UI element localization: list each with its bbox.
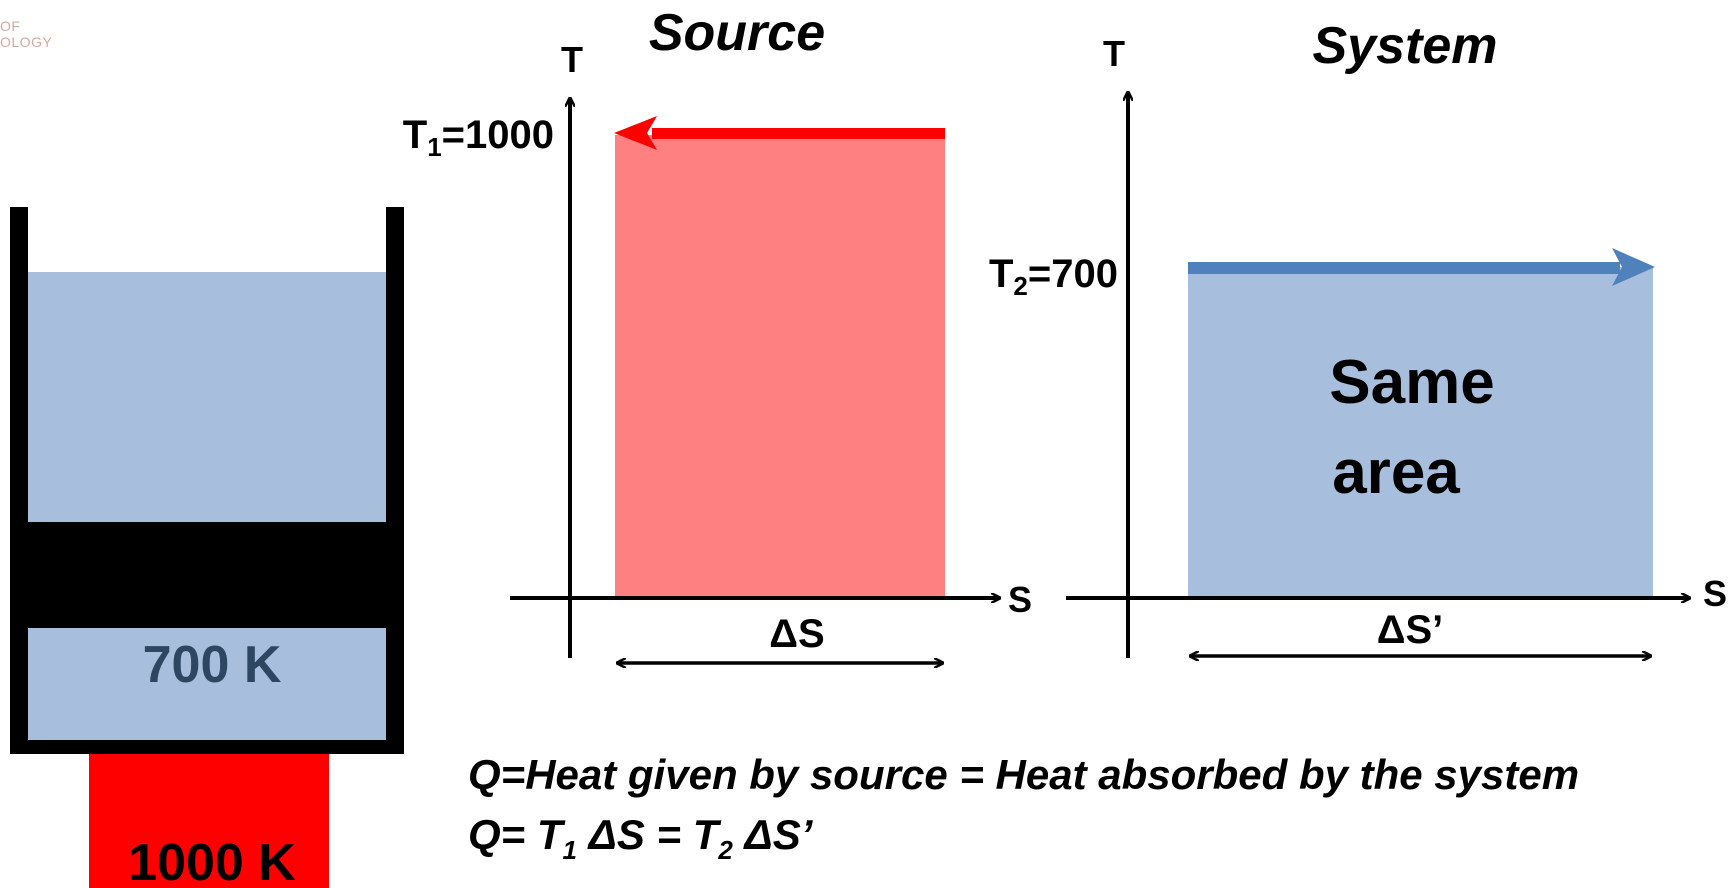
source-ts-plot: Source T S T1=1000 ΔS bbox=[403, 4, 1032, 663]
piston bbox=[12, 522, 404, 628]
gas-region-lower bbox=[26, 628, 388, 740]
cylinder-left-wall bbox=[10, 207, 28, 752]
same-area-label-line-1: Same bbox=[1329, 348, 1494, 417]
cylinder-right-wall bbox=[386, 207, 404, 752]
system-heat-arrow bbox=[1188, 248, 1655, 286]
source-heat-area bbox=[615, 135, 945, 598]
equation-line-2: Q= T1 ΔS = T2 ΔS’ bbox=[468, 811, 813, 865]
logo-line-2: OLOGY bbox=[0, 34, 53, 50]
source-delta-s-label: ΔS bbox=[769, 612, 824, 656]
source-arrow-shaft bbox=[652, 128, 945, 139]
heater-block bbox=[89, 752, 329, 888]
cylinder-bottom-wall bbox=[10, 740, 404, 754]
system-ts-plot: System T S T2=700 Same area ΔS’ bbox=[989, 17, 1727, 658]
system-delta-s-label: ΔS’ bbox=[1377, 608, 1444, 652]
piston-cylinder-device: 700 K 1000 K bbox=[10, 207, 404, 888]
source-y-axis-label: T bbox=[561, 39, 583, 80]
system-x-axis-label: S bbox=[1703, 573, 1727, 614]
source-temperature-label: T1=1000 bbox=[403, 113, 554, 162]
equation-line-1: Q=Heat given by source = Heat absorbed b… bbox=[468, 751, 1580, 798]
gas-region-upper bbox=[26, 272, 388, 522]
source-arrowhead bbox=[614, 116, 657, 150]
source-heat-arrow bbox=[614, 116, 945, 150]
system-temperature-label: T2=700 bbox=[989, 252, 1118, 301]
source-x-axis-label: S bbox=[1008, 579, 1032, 620]
system-arrow-shaft bbox=[1188, 262, 1620, 274]
heater-temperature-label: 1000 K bbox=[128, 834, 296, 888]
logo-line-1: OF bbox=[0, 18, 21, 34]
equation-block: Q=Heat given by source = Heat absorbed b… bbox=[468, 745, 1579, 865]
same-area-label-line-2: area bbox=[1332, 438, 1460, 507]
gas-temperature-label: 700 K bbox=[143, 636, 282, 694]
institute-logo: OF OLOGY bbox=[0, 18, 52, 50]
system-arrowhead bbox=[1612, 248, 1655, 286]
system-y-axis-label: T bbox=[1103, 33, 1125, 74]
system-title: System bbox=[1313, 17, 1498, 75]
system-heat-area bbox=[1188, 267, 1653, 598]
source-title: Source bbox=[649, 4, 825, 62]
